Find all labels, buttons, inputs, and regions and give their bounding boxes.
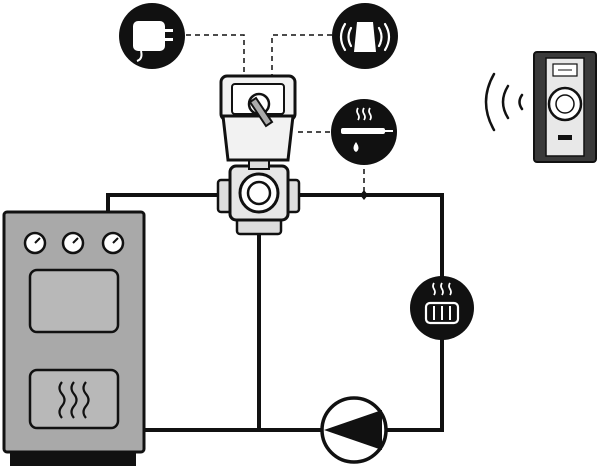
radiator-return-pipe [386,333,444,432]
radiator-icon [410,276,474,340]
boiler-base [10,450,136,466]
power-supply-line [186,34,245,77]
pipes [106,193,444,432]
sensor-pipe-marker [360,190,368,200]
boiler-firebox [28,368,120,430]
pump-icon [320,396,388,464]
pipe-thermometer-icon [331,99,397,165]
valve-knob-center [246,180,272,206]
actuator-lower-body [221,114,295,162]
wireless-thermostat-icon [484,51,597,163]
receiver-line [271,34,332,77]
gauge-icon [61,231,85,255]
supply-pipe-right [296,193,444,285]
boiler-gauges [23,231,125,255]
supply-pipe-left [106,193,222,215]
boiler-upper-panel [28,268,120,334]
wireless-receiver-icon [332,3,398,69]
three-way-valve-icon [216,158,301,236]
gauge-icon [23,231,47,255]
power-adapter-icon [119,3,185,69]
gauge-icon [101,231,125,255]
actuator-motor-icon [219,74,297,162]
actuator-lever [248,96,274,128]
boiler [2,210,146,466]
heat-waves-icon [58,381,90,419]
thermostat-button [558,135,572,140]
signal-waves-icon [484,72,524,132]
control-lines [186,34,365,192]
